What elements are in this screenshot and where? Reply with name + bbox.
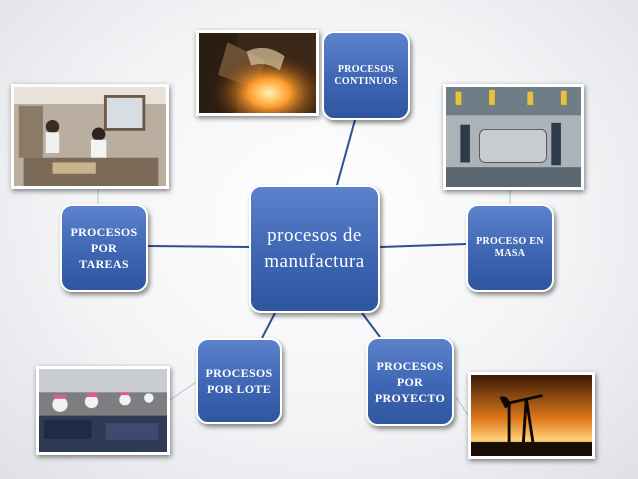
node-procesos-por-lote: PROCESOS POR LOTE [196,338,282,424]
connector-proyecto [362,313,380,337]
center-node-label: procesos de manufactura [264,223,364,275]
node-procesos-continuos: PROCESOS CONTINUOS [322,31,410,120]
node-procesos-por-proyecto-label: PROCESOS POR PROYECTO [375,358,445,406]
connector-continuos [337,120,355,185]
node-procesos-por-proyecto: PROCESOS POR PROYECTO [366,337,454,426]
node-proceso-en-masa: PROCESO EN MASA [466,204,554,292]
car-assembly-line-photo [443,84,584,190]
workshop-framing-photo [11,84,169,189]
foundry-molten-metal-photo [196,30,319,116]
node-procesos-continuos-label: PROCESOS CONTINUOS [334,64,397,88]
connector-masa [380,244,466,247]
photo-link-lote [170,382,196,400]
node-procesos-por-tareas-label: PROCESOS POR TAREAS [70,224,137,272]
connector-tareas [148,246,249,247]
center-node-procesos-de-manufactura: procesos de manufactura [249,185,380,313]
node-procesos-por-tareas: PROCESOS POR TAREAS [60,204,148,292]
node-proceso-en-masa-label: PROCESO EN MASA [476,236,544,260]
connector-lote [262,313,275,338]
garment-factory-workers-photo [36,366,170,455]
oil-pumpjack-sunset-photo [468,372,595,459]
node-procesos-por-lote-label: PROCESOS POR LOTE [205,365,272,397]
